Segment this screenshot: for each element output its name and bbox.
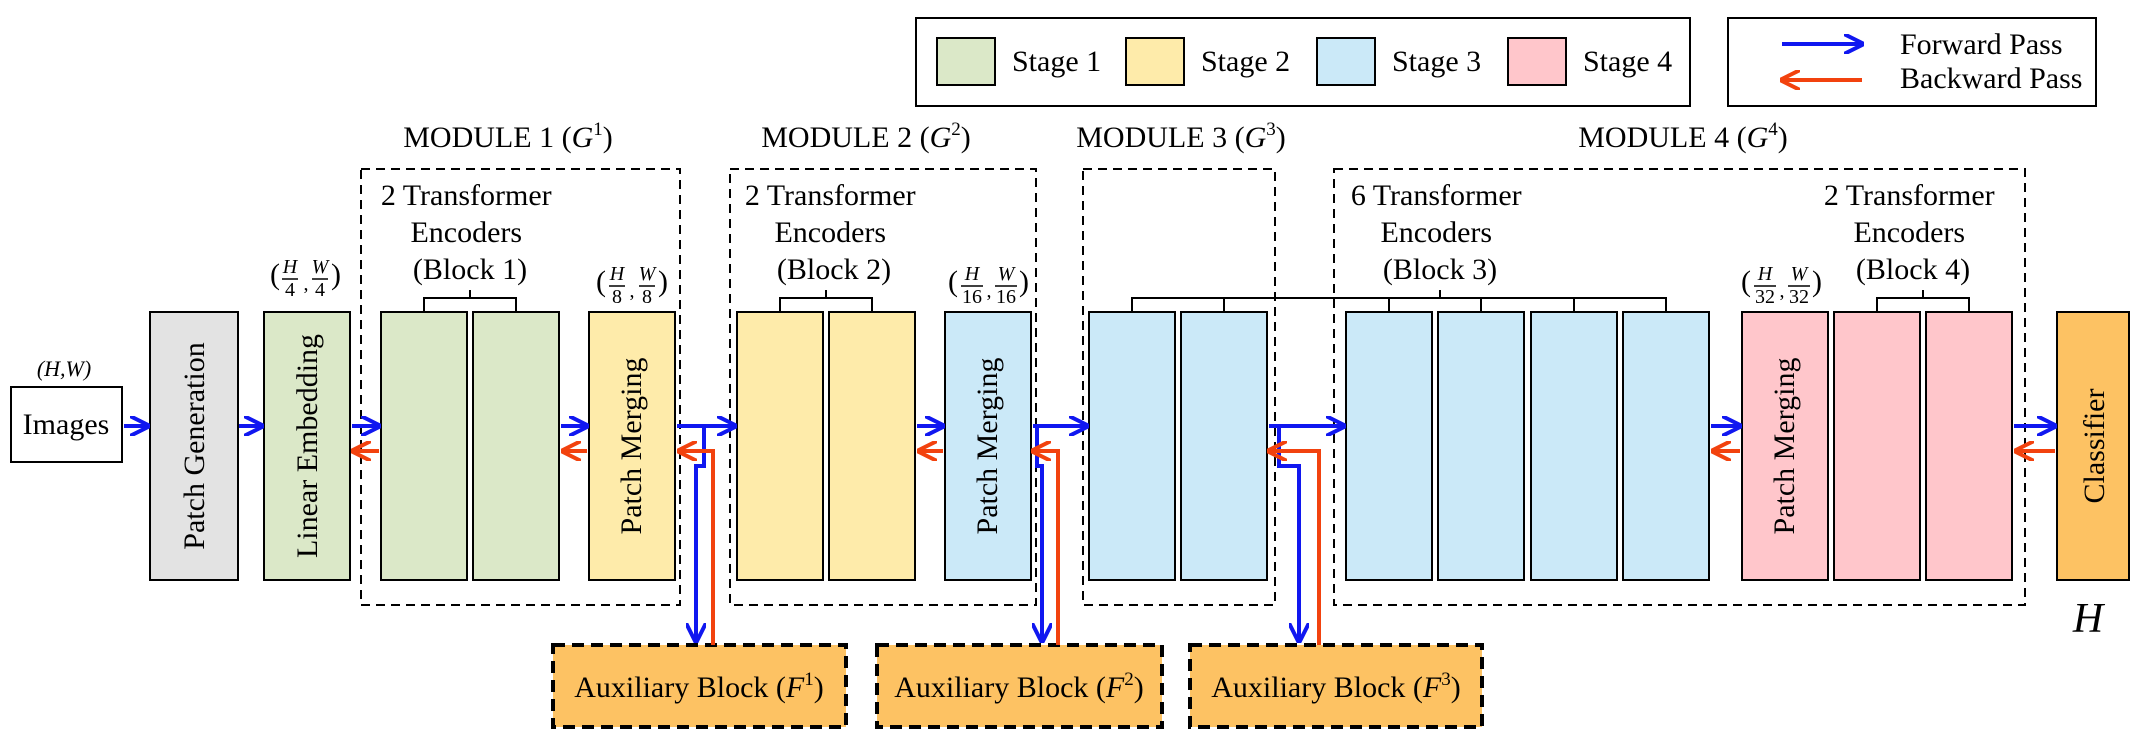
svg-text:H: H xyxy=(609,263,626,285)
head-label: H xyxy=(2072,596,2106,642)
module-1-title: MODULE 1 (G1) xyxy=(403,119,612,154)
auxiliary-block-3-label: Auxiliary Block (F3) xyxy=(1211,669,1460,704)
encoder-block xyxy=(1437,311,1525,581)
patch-merging-block xyxy=(944,311,1032,581)
encoder-block xyxy=(472,311,560,581)
svg-text:(: ( xyxy=(596,265,606,298)
module-3-frame xyxy=(1082,168,1276,606)
legend-label-stage1: Stage 1 xyxy=(1012,45,1101,78)
svg-text:16: 16 xyxy=(962,286,982,308)
svg-text:8: 8 xyxy=(642,286,652,308)
patch-merging-block xyxy=(588,311,676,581)
patch-merging-label: Patch Merging xyxy=(1768,358,1801,535)
fraction-h4-w4: ( H 4 , W 4 ) xyxy=(270,256,341,301)
auxiliary-block-1-label: Auxiliary Block (F1) xyxy=(574,669,823,704)
patch-generation-block xyxy=(149,311,239,581)
encoder-block xyxy=(1180,311,1268,581)
encoders-3-label: 6 Transformer Encoders (Block 3) xyxy=(1351,179,1529,286)
auxiliary-block-1 xyxy=(551,643,848,729)
legend-label-stage3: Stage 3 xyxy=(1392,45,1481,78)
module-2-title: MODULE 2 (G2) xyxy=(761,119,970,154)
input-dims: (H,W) xyxy=(37,356,91,381)
legend-swatch-stage2 xyxy=(1125,37,1185,86)
encoder-block xyxy=(1925,311,2013,581)
svg-text:,: , xyxy=(987,280,992,302)
encoder-block xyxy=(1833,311,1921,581)
encoders-2-label: 2 Transformer Encoders (Block 2) xyxy=(745,179,923,286)
forward-pass-label: Forward Pass xyxy=(1900,28,2063,61)
images-label: Images xyxy=(23,408,110,441)
fraction-h32-w32: ( H 32 , W 32 ) xyxy=(1741,263,1822,308)
module-4-title: MODULE 4 (G4) xyxy=(1578,119,1787,154)
module-3-title: MODULE 3 (G3) xyxy=(1076,119,1285,154)
svg-text:,: , xyxy=(304,273,309,295)
encoder-block xyxy=(380,311,468,581)
legend-label-stage4: Stage 4 xyxy=(1583,45,1672,78)
fraction-h8-w8: ( H 8 , W 8 ) xyxy=(596,263,668,308)
encoders-1-label: 2 Transformer Encoders (Block 1) xyxy=(381,179,559,286)
svg-text:(: ( xyxy=(270,258,280,291)
svg-text:H: H xyxy=(282,256,299,278)
backward-arrows xyxy=(353,451,2055,645)
svg-text:,: , xyxy=(1780,280,1785,302)
classifier-block xyxy=(2056,311,2130,581)
encoder-block xyxy=(1622,311,1710,581)
encoder-brackets xyxy=(423,290,1970,312)
legend-swatch-stage1 xyxy=(936,37,996,86)
svg-text:): ) xyxy=(658,265,668,298)
encoder-block xyxy=(1088,311,1176,581)
svg-text:W: W xyxy=(998,263,1017,285)
linear-embedding-label: Linear Embedding xyxy=(291,334,324,558)
linear-embedding-block xyxy=(263,311,351,581)
patch-merging-label: Patch Merging xyxy=(971,358,1004,535)
module-4-frame xyxy=(1333,168,2026,606)
legend-label-stage2: Stage 2 xyxy=(1201,45,1290,78)
fraction-h16-w16: ( H 16 , W 16 ) xyxy=(948,263,1029,308)
svg-text:): ) xyxy=(1812,265,1822,298)
svg-text:32: 32 xyxy=(1789,286,1809,308)
svg-text:4: 4 xyxy=(315,279,325,301)
encoders-4-label: 2 Transformer Encoders (Block 4) xyxy=(1824,179,2002,286)
svg-text:W: W xyxy=(312,256,331,278)
svg-text:,: , xyxy=(630,280,635,302)
legend-swatch-stage3 xyxy=(1316,37,1376,86)
stage-legend: Stage 1 Stage 2 Stage 3 Stage 4 xyxy=(915,17,1691,107)
classifier-label: Classifier xyxy=(2078,389,2111,504)
svg-text:): ) xyxy=(1019,265,1029,298)
module-2-frame xyxy=(729,168,1037,606)
auxiliary-block-2-label: Auxiliary Block (F2) xyxy=(894,669,1143,704)
patch-merging-block xyxy=(1741,311,1829,581)
legend-swatch-stage4 xyxy=(1507,37,1567,86)
svg-text:H: H xyxy=(964,263,981,285)
svg-text:16: 16 xyxy=(996,286,1016,308)
encoder-block xyxy=(828,311,916,581)
svg-text:(: ( xyxy=(948,265,958,298)
encoder-block xyxy=(736,311,824,581)
patch-merging-label: Patch Merging xyxy=(615,358,648,535)
auxiliary-block-3 xyxy=(1188,643,1484,729)
auxiliary-block-2 xyxy=(875,643,1164,729)
backward-pass-label: Backward Pass xyxy=(1900,62,2082,95)
svg-text:W: W xyxy=(639,263,658,285)
svg-text:8: 8 xyxy=(612,286,622,308)
svg-text:): ) xyxy=(331,258,341,291)
svg-text:4: 4 xyxy=(285,279,295,301)
encoder-block xyxy=(1345,311,1433,581)
svg-text:H: H xyxy=(1757,263,1774,285)
svg-text:W: W xyxy=(1791,263,1810,285)
images-box xyxy=(10,386,123,463)
pass-legend: Forward Pass Backward Pass xyxy=(1727,17,2097,107)
svg-text:32: 32 xyxy=(1755,286,1775,308)
module-1-frame xyxy=(360,168,681,606)
svg-text:(: ( xyxy=(1741,265,1751,298)
encoder-block xyxy=(1530,311,1618,581)
patch-generation-label: Patch Generation xyxy=(178,342,211,549)
